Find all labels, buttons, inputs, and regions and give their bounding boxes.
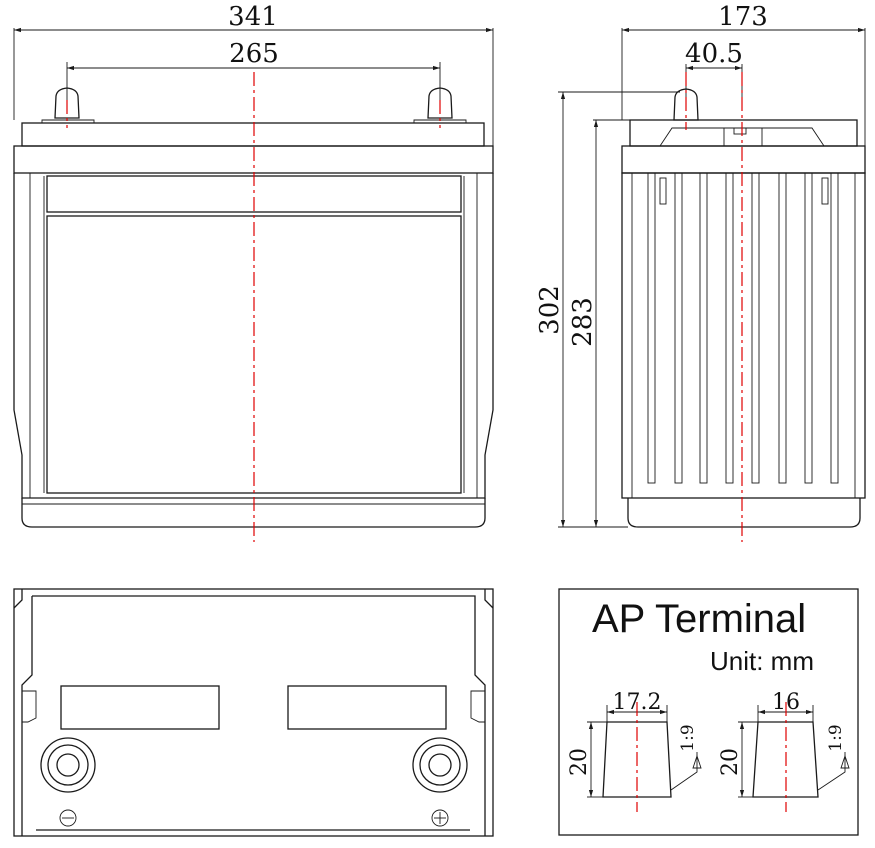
side-view: 173 40.5 302 283	[535, 2, 866, 542]
side-rib	[699, 172, 708, 484]
side-clip	[821, 177, 829, 205]
terminal-box-title: AP Terminal	[592, 597, 806, 641]
positive-taper-arrow	[692, 754, 702, 769]
top-terminal-right-outer	[412, 737, 468, 793]
top-inner-left	[21, 596, 33, 836]
side-base	[627, 498, 861, 528]
side-terminal	[673, 88, 699, 121]
dim-overall-length: 341	[228, 2, 278, 32]
dim-total-height: 302	[535, 285, 565, 335]
top-corner-tl	[13, 589, 23, 609]
side-rib	[621, 172, 633, 499]
top-corner-tr	[484, 589, 494, 609]
side-rib	[725, 172, 734, 484]
positive-height: 20	[567, 748, 592, 776]
side-rib	[778, 172, 787, 484]
front-terminal-left	[54, 87, 80, 119]
negative-height: 20	[718, 748, 743, 776]
positive-symbol	[431, 809, 449, 827]
top-terminal-left-post	[56, 753, 80, 777]
top-label-left	[60, 685, 220, 730]
terminal-box-frame	[558, 588, 859, 836]
top-terminal-right-post	[428, 753, 452, 777]
top-tab-left	[22, 690, 37, 723]
side-rib	[830, 172, 839, 484]
side-clip	[659, 177, 667, 205]
positive-taper: 1:9	[678, 724, 698, 751]
top-terminal-left-mid	[47, 744, 89, 786]
side-vent	[723, 127, 763, 147]
top-label-right	[287, 685, 447, 730]
side-rib	[804, 172, 813, 484]
terminal-box-unit: Unit: mm	[710, 646, 814, 676]
positive-terminal-profile	[602, 721, 672, 798]
side-rib	[674, 172, 683, 484]
front-view: 341 265	[13, 2, 494, 542]
positive-taper-leader	[670, 752, 698, 791]
side-ribs	[621, 172, 866, 499]
terminal-detail-box: AP Terminal Unit: mm 17.2 20 1:9 16	[558, 588, 859, 836]
top-inner-right	[32, 595, 486, 836]
negative-taper-arrow	[840, 754, 850, 769]
side-rib	[647, 172, 656, 484]
negative-terminal-profile	[752, 721, 819, 798]
front-terminal-base-left	[41, 119, 95, 123]
side-rib	[751, 172, 760, 484]
dim-overall-width: 173	[718, 2, 768, 32]
negative-taper: 1:9	[826, 724, 846, 751]
side-lid-rim	[621, 145, 866, 174]
dim-box-height: 283	[568, 297, 598, 347]
top-outline	[13, 588, 494, 837]
top-view	[13, 588, 494, 837]
side-lid	[629, 119, 858, 147]
positive-terminal-detail: 17.2 20 1:9	[567, 690, 702, 812]
negative-taper-leader	[817, 752, 846, 791]
side-rib	[854, 172, 866, 499]
top-terminal-right-mid	[419, 744, 461, 786]
negative-symbol	[59, 809, 77, 827]
front-lid	[21, 122, 485, 147]
side-vent-cap	[733, 127, 747, 135]
side-body	[621, 172, 866, 499]
dim-terminal-spacing: 265	[229, 39, 279, 69]
front-terminal-right	[427, 87, 453, 119]
negative-terminal-detail: 16 20 1:9	[718, 690, 850, 812]
top-terminal-left-outer	[40, 737, 96, 793]
dim-terminal-offset: 40.5	[685, 39, 743, 69]
top-tab-right	[470, 690, 485, 723]
